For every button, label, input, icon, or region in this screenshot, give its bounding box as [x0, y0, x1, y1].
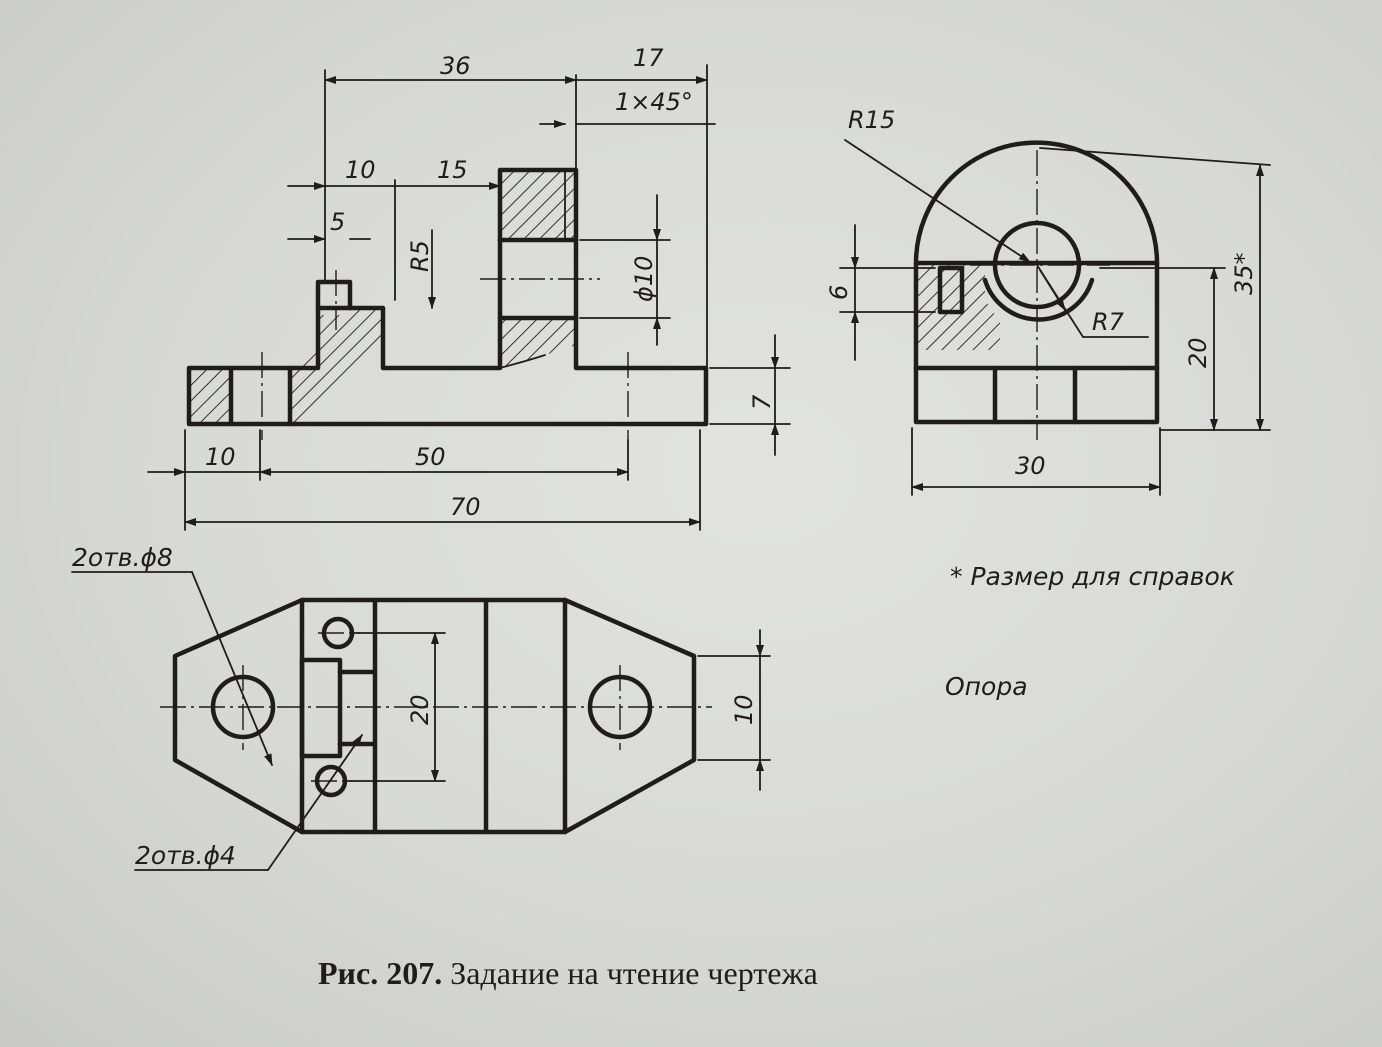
section-hatch-boss-top [500, 170, 576, 240]
dim-36: 36 [440, 52, 471, 80]
dim-5: 5 [330, 208, 345, 236]
dim-10-plan: 10 [730, 694, 758, 725]
dim-10-bottom: 10 [205, 443, 236, 471]
section-hatch-left [189, 368, 231, 424]
plan-view: 20 10 2отв.ϕ8 2отв.ϕ4 [71, 543, 771, 871]
caption-label: Рис. 207. [318, 955, 443, 991]
leader-holes-8 [191, 571, 273, 766]
front-view: 36 17 1×45° 10 15 5 R5 ϕ10 7 10 50 70 [147, 44, 791, 531]
dim-10-top: 10 [345, 156, 376, 184]
dim-15: 15 [437, 156, 468, 184]
dim-line-r15 [844, 139, 1031, 263]
dim-70: 70 [450, 493, 481, 521]
leader-holes-4 [267, 734, 363, 871]
side-small-hole [937, 265, 965, 315]
side-view: R15 R7 6 20 35* 30 [825, 106, 1271, 496]
dim-r15: R15 [848, 106, 895, 134]
plan-slot [299, 657, 343, 759]
side-bore-arc [982, 277, 1095, 322]
dim-17: 17 [633, 44, 664, 72]
dim-r7: R7 [1092, 308, 1125, 336]
dim-35: 35* [1230, 252, 1258, 295]
note-holes-8: 2отв.ϕ8 [72, 543, 173, 572]
reference-note: * Размер для справок [950, 562, 1235, 591]
part-name: Опора [945, 672, 1028, 701]
dim-phi10: ϕ10 [630, 256, 658, 302]
caption-text: Задание на чтение чертежа [450, 955, 818, 991]
dim-50: 50 [415, 443, 446, 471]
figure-caption: Рис. 207. Задание на чтение чертежа [318, 955, 818, 992]
dim-30: 30 [1015, 452, 1046, 480]
dim-chamfer: 1×45° [615, 88, 693, 116]
side-section-hatch [916, 263, 1000, 350]
dim-r5: R5 [406, 240, 434, 272]
dim-7: 7 [748, 394, 776, 410]
dim-20-side: 20 [1184, 337, 1212, 368]
section-hatch-boss-bottom [500, 318, 576, 368]
side-outline [913, 140, 1160, 425]
dim-line-r7 [1039, 269, 1066, 311]
note-holes-4: 2отв.ϕ4 [135, 841, 236, 870]
dim-20-plan: 20 [406, 694, 434, 725]
section-hatch-step [290, 308, 383, 424]
dim-6: 6 [825, 285, 853, 300]
ext-line [1039, 147, 1271, 166]
front-break-line [499, 354, 546, 369]
